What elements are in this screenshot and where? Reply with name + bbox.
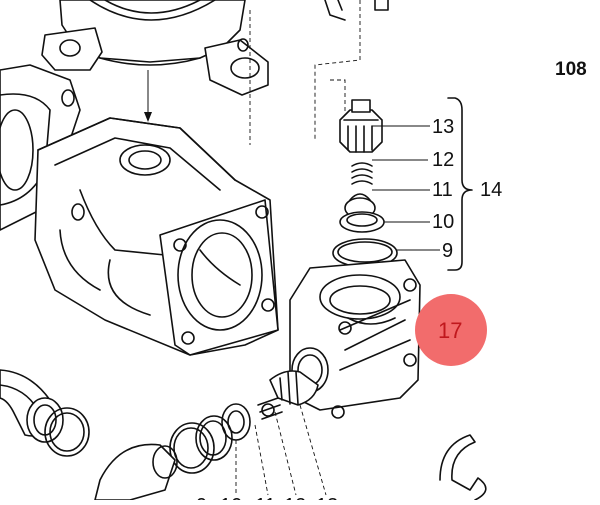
pump-housing-drawing [34,117,279,356]
page-number: 108 [555,59,587,80]
valve-stack-drawing [332,99,398,268]
group-label-14: 14 [480,179,502,201]
bottom-label-10: 10 [220,495,242,500]
group-bracket [447,97,473,271]
leader-lines [249,0,361,145]
callout-13: 13 [432,116,454,138]
clip-fragments [324,0,389,21]
callout-11: 11 [432,179,453,201]
highlight-label-17: 17 [438,318,462,343]
callout-10: 10 [432,211,454,233]
bottom-label-13: 13 [316,495,338,500]
inlet-valve-parts-drawing [169,370,327,496]
highlight-circle [415,294,487,366]
pump-head-drawing [41,0,269,122]
left-manifold-drawing [0,64,81,231]
bottom-label-9: 9 [196,495,207,500]
callout-leaders [372,125,440,326]
bottom-label-12: 12 [284,495,306,500]
callout-9: 9 [442,240,453,262]
retaining-clip-drawing [439,434,487,501]
callout-12: 12 [432,149,454,171]
bottom-label-11: 11 [255,495,276,500]
pipe-fittings-drawing [0,369,178,501]
